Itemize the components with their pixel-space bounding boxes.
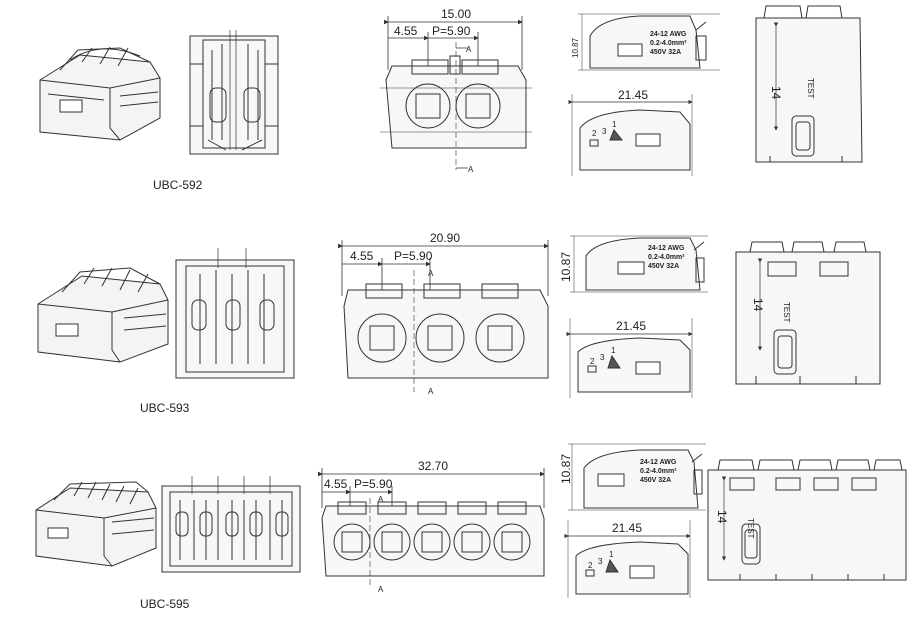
spec-line2-593: 0.2-4.0mm² (648, 254, 685, 261)
offset-dim-592: 4.55 (394, 24, 418, 38)
section-a-top-595: A (378, 495, 384, 504)
dim-front-592 (380, 16, 532, 170)
row-ubc-595: UBC-595 32.70 4.55 P=5. (35, 443, 907, 611)
width-dim-595: 32.70 (418, 459, 448, 473)
top-height-dim-595: 14 (715, 510, 729, 524)
height-dim-593: 10.87 (559, 252, 573, 282)
dim-front-593 (338, 240, 549, 392)
model-label-595: UBC-595 (140, 597, 190, 611)
pos-1-593: 1 (611, 346, 616, 355)
front-view-593 (175, 248, 295, 379)
test-label-595: TEST (746, 518, 755, 539)
pos-1-595: 1 (609, 550, 614, 559)
spec-line2-592: 0.2-4.0mm² (650, 40, 687, 47)
section-a-bottom-592: A (468, 165, 474, 174)
pos-2-592: 2 (592, 129, 597, 138)
side-view-593 (570, 235, 708, 293)
spec-line1-592: 24-12 AWG (650, 31, 687, 38)
spec-line3-592: 450V 32A (650, 49, 681, 56)
front-view-592 (189, 30, 279, 155)
model-label-592: UBC-592 (153, 178, 203, 192)
spec-line2-595: 0.2-4.0mm² (640, 468, 677, 475)
pos-2-593: 2 (590, 357, 595, 366)
side-view-592 (578, 13, 720, 71)
pitch-dim-595: P=5.90 (354, 477, 393, 491)
model-label-593: UBC-593 (140, 401, 190, 415)
spec-line3-595: 450V 32A (640, 477, 671, 484)
top-view-595 (707, 459, 907, 581)
test-label-593: TEST (782, 302, 791, 323)
section-a-bottom-595: A (378, 585, 384, 594)
spec-line3-593: 450V 32A (648, 263, 679, 270)
side-view-595 (568, 443, 706, 511)
dim-front-595 (318, 468, 545, 588)
pos-2-595: 2 (588, 561, 593, 570)
bottom-view-592 (568, 94, 693, 176)
row-ubc-592: UBC-592 15.00 4.55 P=5.90 A A (39, 5, 863, 192)
height-dim-595: 10.87 (559, 454, 573, 484)
spec-line1-593: 24-12 AWG (648, 245, 685, 252)
top-height-dim-593: 14 (751, 298, 765, 312)
pos-3-592: 3 (602, 127, 607, 136)
top-view-593 (735, 241, 881, 385)
width-dim-593: 20.90 (430, 231, 460, 245)
top-view-592 (755, 5, 863, 163)
bottom-view-593 (566, 318, 693, 398)
offset-dim-595: 4.55 (324, 477, 348, 491)
pos-3-593: 3 (600, 353, 605, 362)
section-a-bottom-593: A (428, 387, 434, 396)
spec-line1-595: 24-12 AWG (640, 459, 677, 466)
pitch-dim-592: P=5.90 (432, 24, 471, 38)
pos-1-592: 1 (612, 120, 617, 129)
section-a-top-593: A (428, 269, 434, 278)
height-dim-592: 10.87 (571, 37, 580, 58)
iso-view-595 (35, 481, 157, 567)
iso-view-592 (39, 46, 161, 141)
front-view-595 (161, 476, 301, 573)
bottom-width-dim-593: 21.45 (616, 319, 646, 333)
row-ubc-593: UBC-593 20.90 4.55 P=5.90 A A (37, 231, 881, 415)
bottom-view-595 (564, 520, 691, 598)
test-label-592: TEST (806, 78, 815, 99)
pos-3-595: 3 (598, 557, 603, 566)
top-height-dim-592: 14 (769, 86, 783, 100)
offset-dim-593: 4.55 (350, 249, 374, 263)
bottom-width-dim-592: 21.45 (618, 88, 648, 102)
section-a-top-592: A (466, 45, 472, 54)
bottom-width-dim-595: 21.45 (612, 521, 642, 535)
width-dim-592: 15.00 (441, 7, 471, 21)
iso-view-593 (37, 267, 169, 363)
pitch-dim-593: P=5.90 (394, 249, 433, 263)
